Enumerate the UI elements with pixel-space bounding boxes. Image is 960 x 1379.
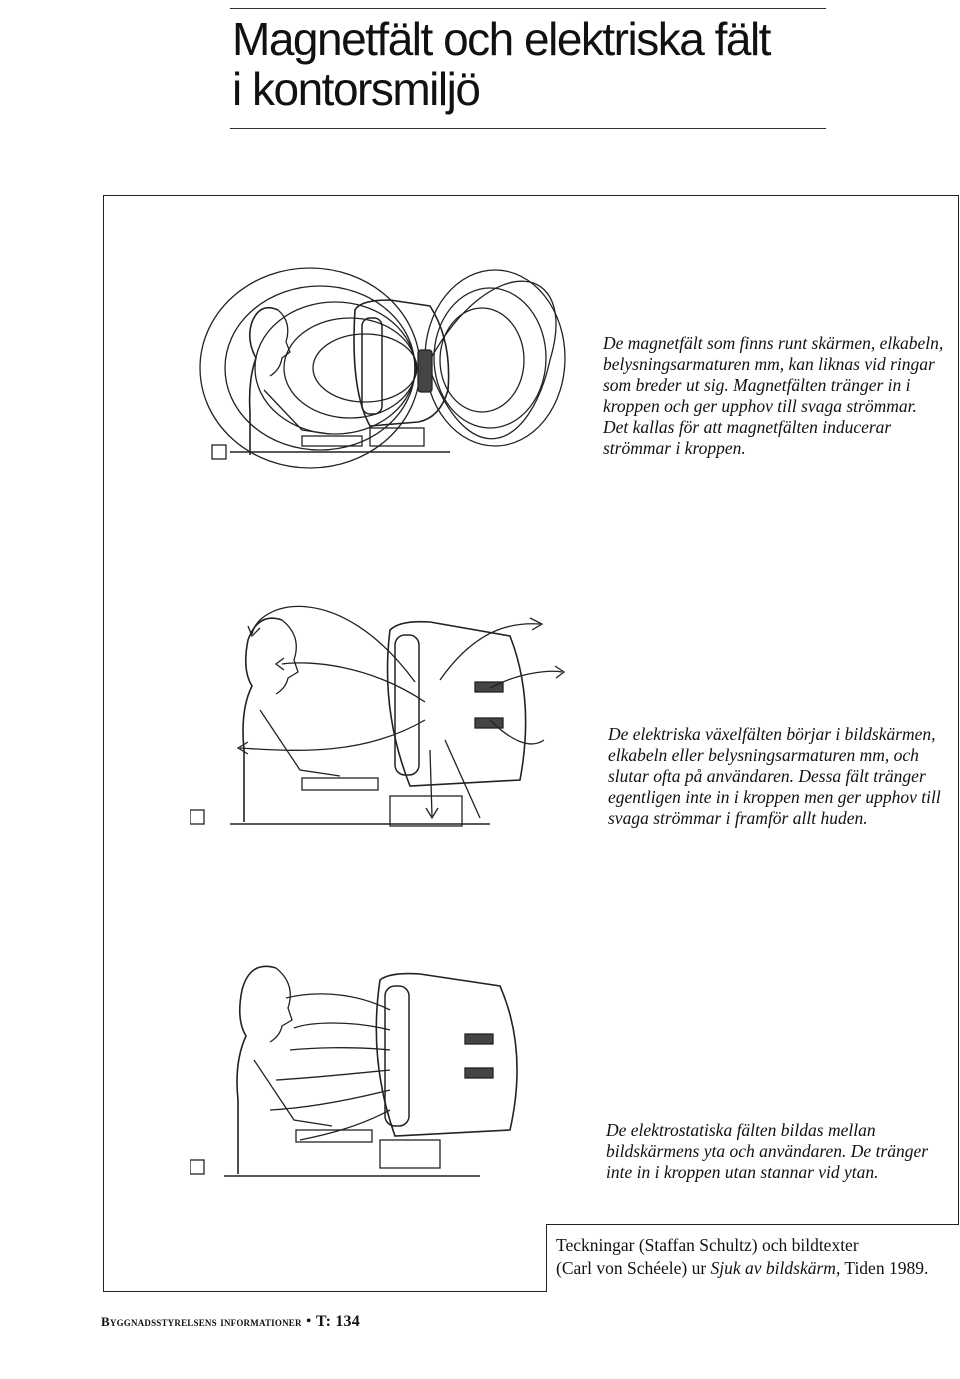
caption-line: De elektrostatiska fälten bildas mellan: [606, 1120, 876, 1140]
caption-line: egentligen inte in i kroppen men ger upp…: [608, 787, 941, 807]
credit-line-2-suffix: , Tiden 1989.: [835, 1258, 929, 1278]
credit-text: Teckningar (Staffan Schultz) och bildtex…: [556, 1234, 928, 1280]
caption-line: inte in i kroppen utan stannar vid ytan.: [606, 1162, 879, 1182]
figure-2-caption: De elektriska växelfälten börjar i bilds…: [608, 724, 941, 829]
figure-electric-fields: [190, 590, 570, 840]
caption-line: strömmar i kroppen.: [603, 438, 746, 458]
caption-line: som breder ut sig. Magnetfälten tränger …: [603, 375, 911, 395]
figure-electrostatic-fields: [190, 950, 540, 1190]
title-bottom-rule: [230, 128, 826, 129]
page-number: T: 134: [315, 1313, 360, 1330]
page-footer: Byggnadsstyrelsens informationer • T: 13…: [101, 1313, 360, 1331]
credit-line-1: Teckningar (Staffan Schultz) och bildtex…: [556, 1235, 859, 1255]
illustration-frame: [103, 195, 959, 1292]
caption-line: bildskärmens yta och användaren. De trän…: [606, 1141, 929, 1161]
page-title-line-2: i kontorsmiljö: [232, 63, 481, 115]
caption-line: De magnetfält som finns runt skärmen, el…: [603, 333, 944, 353]
magnetic-field-drawing: [199, 267, 566, 469]
credit-line-2-prefix: (Carl von Schéele) ur: [556, 1258, 711, 1278]
caption-line: Det kallas för att magnetfälten inducera…: [603, 417, 892, 437]
caption-line: belysningsarmaturen mm, kan liknas vid r…: [603, 354, 935, 374]
book-title: Sjuk av bildskärm: [710, 1258, 836, 1278]
caption-line: svaga strömmar i framför allt huden.: [608, 808, 868, 828]
figure-3-caption: De elektrostatiska fälten bildas mellan …: [606, 1120, 928, 1183]
publication-name: Byggnadsstyrelsens informationer: [101, 1314, 302, 1329]
credit-box: [546, 1224, 959, 1292]
page-title-line-1: Magnetfält och elektriska fält: [232, 13, 771, 65]
electrostatic-field-drawing: [190, 965, 518, 1177]
figure-1-caption: De magnetfält som finns runt skärmen, el…: [603, 333, 943, 459]
electric-field-drawing: [190, 605, 566, 827]
figure-magnetic-fields: [190, 240, 590, 490]
caption-line: kroppen och ger upphov till svaga strömm…: [603, 396, 917, 416]
caption-line: slutar ofta på användaren. Dessa fält tr…: [608, 766, 926, 786]
caption-line: De elektriska växelfälten börjar i bilds…: [608, 724, 936, 744]
footer-separator: •: [305, 1313, 312, 1330]
page-title: Magnetfält och elektriska fält i kontors…: [232, 14, 852, 114]
caption-line: elkabeln eller belysningsarmaturen mm, o…: [608, 745, 919, 765]
title-top-rule: [230, 8, 826, 9]
